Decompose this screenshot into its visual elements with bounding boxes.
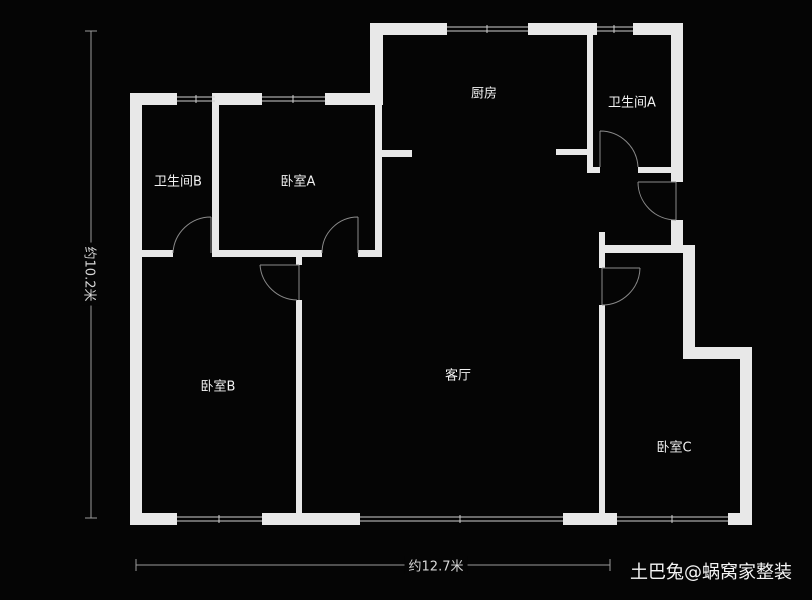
room-label-bath-b: 卫生间B — [154, 174, 202, 190]
windows — [177, 25, 728, 523]
dimension-lines — [85, 30, 611, 571]
doors — [172, 130, 677, 306]
room-label-living: 客厅 — [444, 368, 472, 384]
room-label-bedroom-c: 卧室C — [656, 440, 692, 456]
walls — [130, 23, 752, 525]
width-dimension-label: 约12.7米 — [404, 555, 468, 575]
watermark: 土巴兔@蜗窝家整装 — [630, 562, 792, 583]
room-label-bath-a: 卫生间A — [608, 95, 656, 111]
height-dimension-label: 约10.2米 — [81, 242, 101, 306]
room-label-kitchen: 厨房 — [470, 86, 498, 102]
room-label-bedroom-b: 卧室B — [200, 379, 236, 395]
room-label-bedroom-a: 卧室A — [280, 174, 316, 190]
